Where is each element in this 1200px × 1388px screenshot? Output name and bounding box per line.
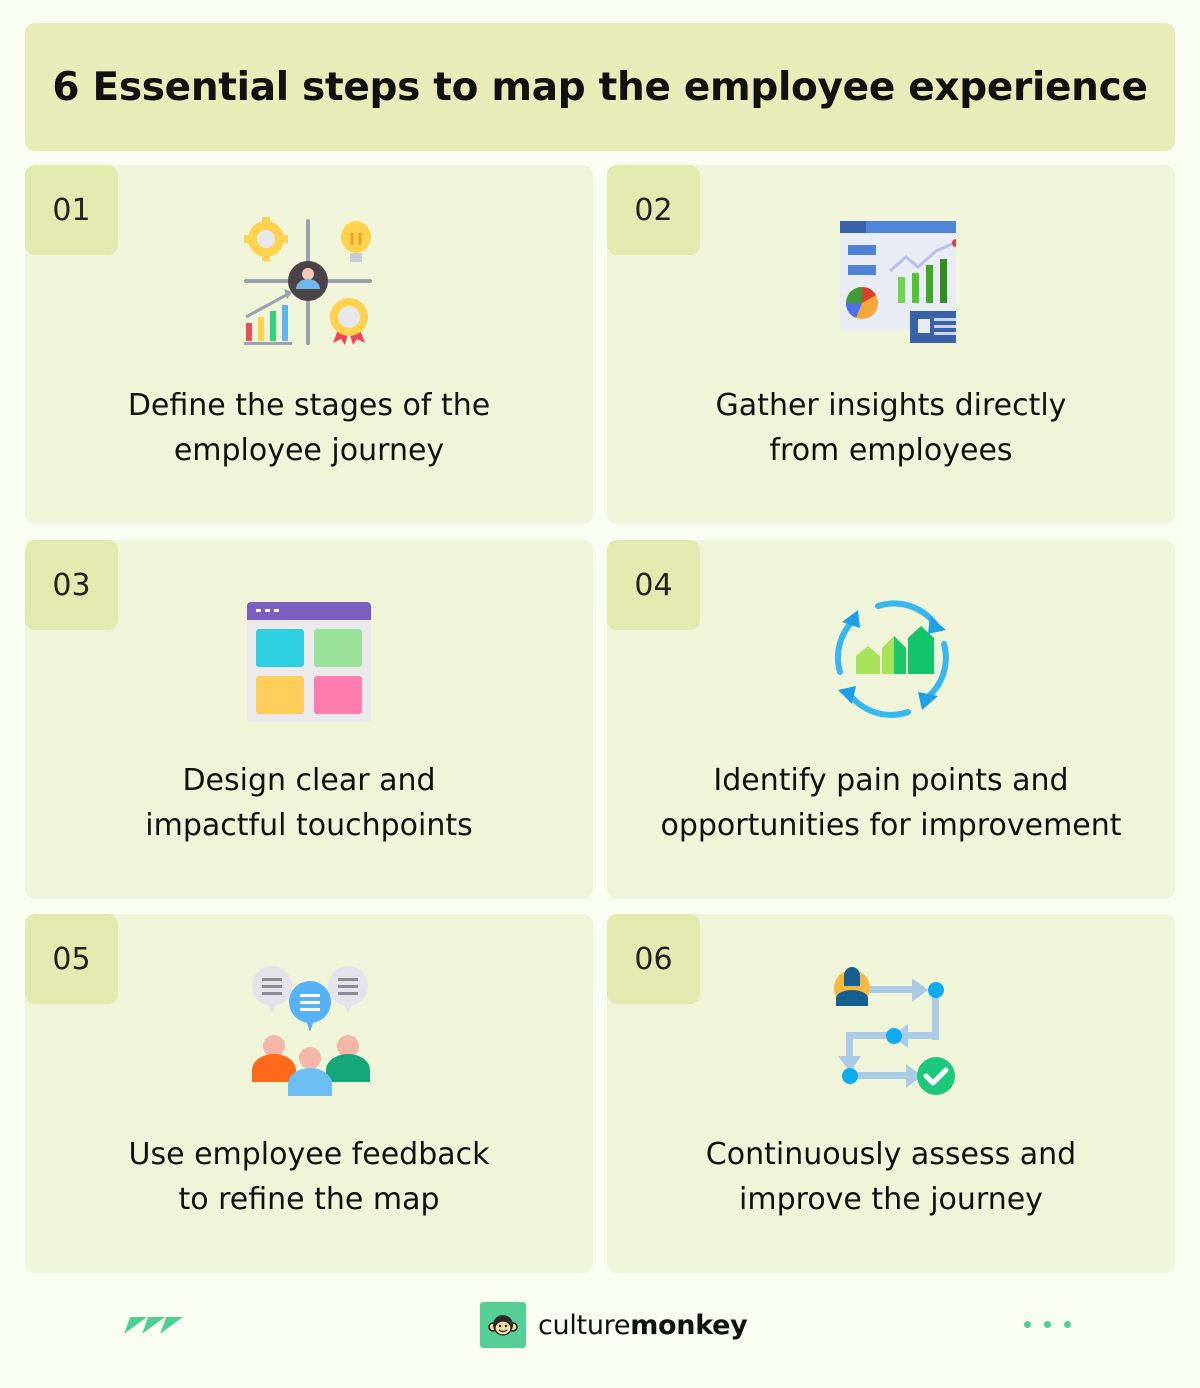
step-number-badge: 02 — [607, 165, 700, 255]
step-card-06: 06 Continuously a — [607, 914, 1175, 1273]
step-description: Continuously assess and improve the jour… — [705, 1137, 1077, 1217]
step-description: Use employee feedback to refine the map — [128, 1137, 490, 1217]
step-number-badge: 01 — [25, 165, 118, 255]
step-description: Gather insights directly from employees — [715, 388, 1067, 468]
step-card-05: 05 Use employee feedback to refine the m… — [25, 914, 593, 1273]
culturemonkey-logo: culturemonkey — [480, 1302, 748, 1348]
process-flow-check-icon — [826, 966, 956, 1096]
monkey-face-icon — [480, 1302, 526, 1348]
step-number-badge: 03 — [25, 540, 118, 630]
step-card-03: 03 Design clear and impactful touchpoint… — [25, 540, 593, 899]
step-number-badge: 05 — [25, 914, 118, 1004]
decorative-dots — [1024, 1321, 1071, 1328]
step-description: Define the stages of the employee journe… — [127, 388, 491, 468]
decorative-triangles — [127, 1317, 183, 1335]
step-card-02: 02 Gather insights directly from — [607, 165, 1175, 524]
analytics-dashboard-icon — [826, 217, 956, 347]
layout-grid-window-icon — [244, 592, 374, 722]
group-feedback-icon — [244, 966, 374, 1096]
dot-shape — [1024, 1321, 1031, 1328]
dot-shape — [1044, 1321, 1051, 1328]
step-card-04: 04 Identify pain points and opportunitie… — [607, 540, 1175, 899]
brand-name: culturemonkey — [538, 1309, 748, 1341]
step-number-badge: 06 — [607, 914, 700, 1004]
cycle-growth-icon — [826, 592, 956, 722]
title-banner: 6 Essential steps to map the employee ex… — [25, 23, 1175, 151]
step-description: Design clear and impactful touchpoints — [145, 763, 473, 843]
triangle-shape — [160, 1317, 183, 1334]
step-card-01: 01 — [25, 165, 593, 524]
step-number-badge: 04 — [607, 540, 700, 630]
step-description: Identify pain points and opportunities f… — [660, 763, 1122, 843]
dot-shape — [1064, 1321, 1071, 1328]
page-title: 6 Essential steps to map the employee ex… — [52, 64, 1148, 110]
strategy-quadrant-icon — [244, 217, 374, 347]
